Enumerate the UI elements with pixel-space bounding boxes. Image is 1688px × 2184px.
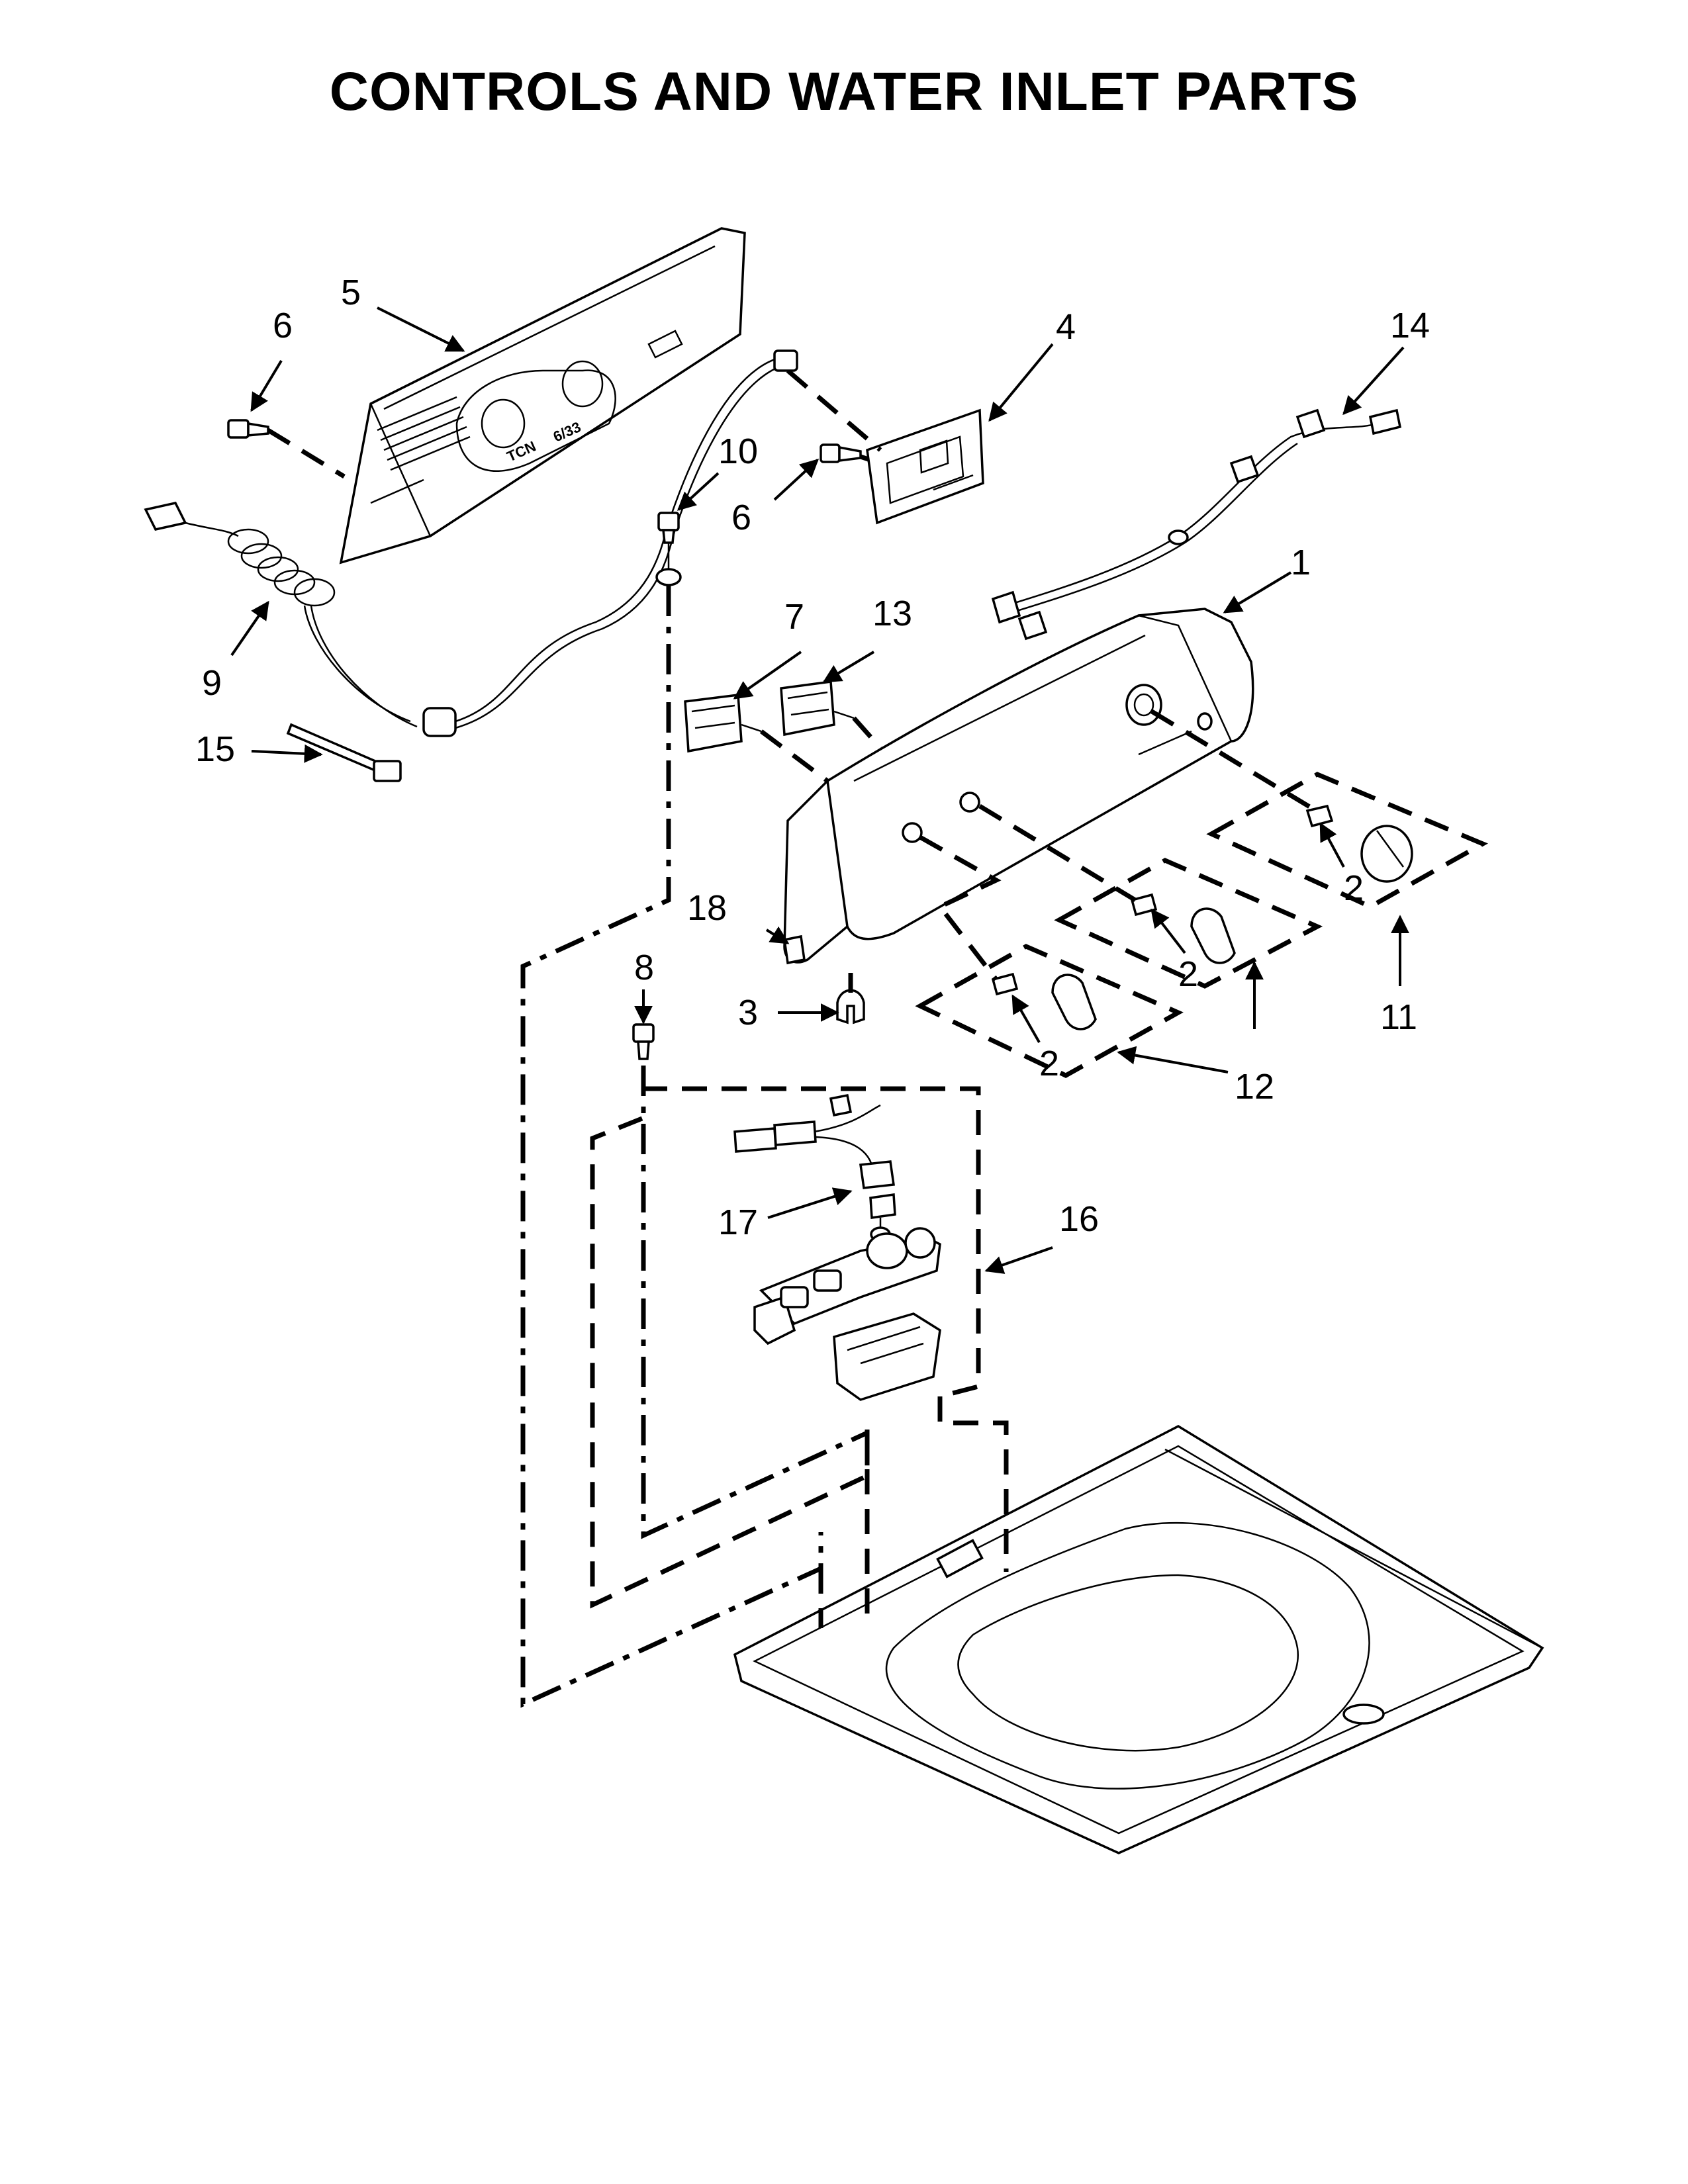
washer-top-cover	[733, 1424, 1544, 1854]
knob-group-12-box-lower	[915, 944, 1184, 1078]
knob-group-11-box	[1206, 772, 1488, 909]
callout-2-b: 2	[1178, 954, 1198, 994]
part-6-screw-left	[227, 419, 269, 439]
callout-6-left: 6	[273, 306, 293, 345]
part-13-switch	[780, 680, 855, 737]
leader-screw8-to-valve	[641, 1066, 868, 1539]
leader-valve-to-cover-b	[937, 1396, 1009, 1572]
callout-2-a: 2	[1344, 868, 1364, 908]
callout-16: 16	[1059, 1199, 1099, 1239]
part-3-clip	[836, 989, 865, 1024]
valve-group-box-left	[590, 1116, 870, 1609]
callout-9: 9	[202, 663, 222, 703]
callout-12-a: 12	[1235, 1067, 1274, 1107]
part-6-screw-right	[820, 443, 862, 463]
part-4-control-board	[866, 408, 984, 525]
part-18-clip	[783, 934, 806, 965]
part-16-water-valve	[753, 1227, 941, 1401]
callout-1: 1	[1291, 543, 1311, 582]
leader-cable-to-board	[786, 369, 882, 452]
part-15-cable-tie	[286, 723, 402, 782]
callout-8: 8	[634, 948, 654, 987]
callout-2-c: 2	[1039, 1044, 1059, 1083]
part-10-ground-screw	[657, 512, 680, 544]
leader-switch7-to-console	[759, 729, 829, 783]
part-2-bushing-a	[1305, 804, 1334, 828]
callout-11: 11	[1380, 997, 1417, 1037]
valve-group-16-box	[642, 1086, 981, 1399]
callout-3: 3	[738, 993, 758, 1032]
callout-5: 5	[341, 273, 361, 312]
part-17-wire-harness	[733, 1093, 896, 1242]
part-1-console	[783, 608, 1254, 964]
leader-cord-to-base	[520, 586, 823, 1708]
part-14-wire-harness	[991, 408, 1402, 641]
leader-screw-to-panel	[267, 428, 346, 478]
part-12-knob-upper	[1190, 907, 1236, 964]
callout-13: 13	[872, 594, 912, 633]
part-5-rear-panel: TCN 6/33	[339, 227, 746, 565]
callout-17: 17	[718, 1203, 758, 1242]
callout-15: 15	[195, 729, 235, 769]
callout-arrows	[230, 306, 1409, 1274]
part-7-switch	[684, 694, 762, 753]
callout-10: 10	[718, 432, 758, 471]
knob-group-12-box-upper	[1054, 858, 1323, 989]
callout-6-right: 6	[731, 498, 751, 537]
part-2-bushing-c	[991, 972, 1019, 996]
part-12-knob-lower	[1051, 974, 1097, 1030]
page-title: CONTROLS AND WATER INLET PARTS	[329, 62, 1359, 122]
leader-switch13-to-console	[852, 716, 882, 750]
leader-console-knob-12a	[978, 804, 1137, 902]
callout-4: 4	[1056, 307, 1076, 347]
callout-18: 18	[687, 888, 727, 928]
leader-console-knob-12b	[919, 835, 1002, 981]
callout-14: 14	[1390, 306, 1430, 345]
callout-numbers: 1 2 2 2 2 3 4 5 6 6 7 8 9 10 11 12 12 13…	[195, 273, 1430, 1242]
part-9-power-cord	[144, 349, 798, 737]
panel-vent-grid	[377, 396, 471, 471]
part-11-knob	[1360, 825, 1413, 883]
part-8-screw	[632, 1023, 655, 1060]
leader-console-knob-11	[1150, 709, 1312, 809]
callout-7: 7	[784, 597, 804, 637]
